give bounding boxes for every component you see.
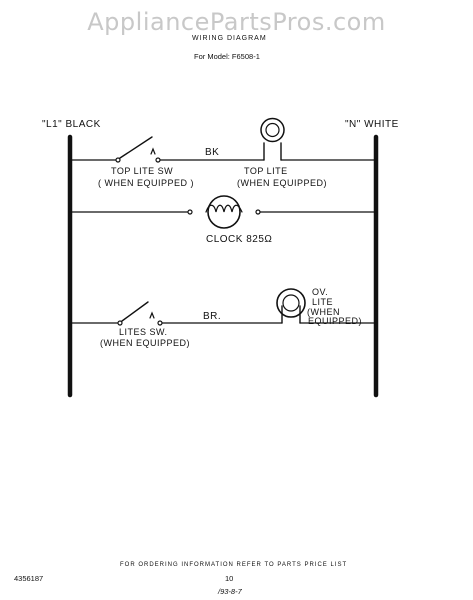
top-lite-lamp [263,142,282,161]
lites-sw-equipped: (WHEN EQUIPPED) [100,338,191,348]
revision-code: /93-8-7 [218,587,242,596]
top-lite-equipped: (WHEN EQUIPPED) [237,178,328,188]
wire-bk-label: BK [205,147,220,158]
model-number: For Model: F6508-1 [194,52,260,61]
clock-label: CLOCK 825Ω [206,234,273,245]
wire-br-label: BR. [203,311,222,322]
top-lite-label: TOP LITE [244,166,288,176]
ov-lite-label-4: EQUIPPED) [308,316,363,326]
watermark: AppliancePartsPros.com [87,8,386,36]
part-number: 4356187 [14,574,44,583]
ordering-info: FOR ORDERING INFORMATION REFER TO PARTS … [120,562,348,568]
top-lite-sw-equipped: ( WHEN EQUIPPED ) [98,178,195,188]
lites-switch-blade [121,301,149,322]
ov-lite-label-2: LITE [312,297,334,307]
l1-black-label: "L1" BLACK [42,119,101,130]
page-number: 10 [225,574,234,583]
diagram-subtitle: WIRING DIAGRAM [192,35,267,42]
top-lite-sw-label: TOP LITE SW [111,166,174,176]
n-white-label: "N" WHITE [345,119,399,130]
lites-sw-label: LITES SW. [119,327,168,337]
ov-lite-label-3: (WHEN [307,307,340,317]
top-lite-switch-blade [119,136,153,159]
clock-motor [207,195,241,229]
ov-lite-label-1: OV. [312,287,329,297]
